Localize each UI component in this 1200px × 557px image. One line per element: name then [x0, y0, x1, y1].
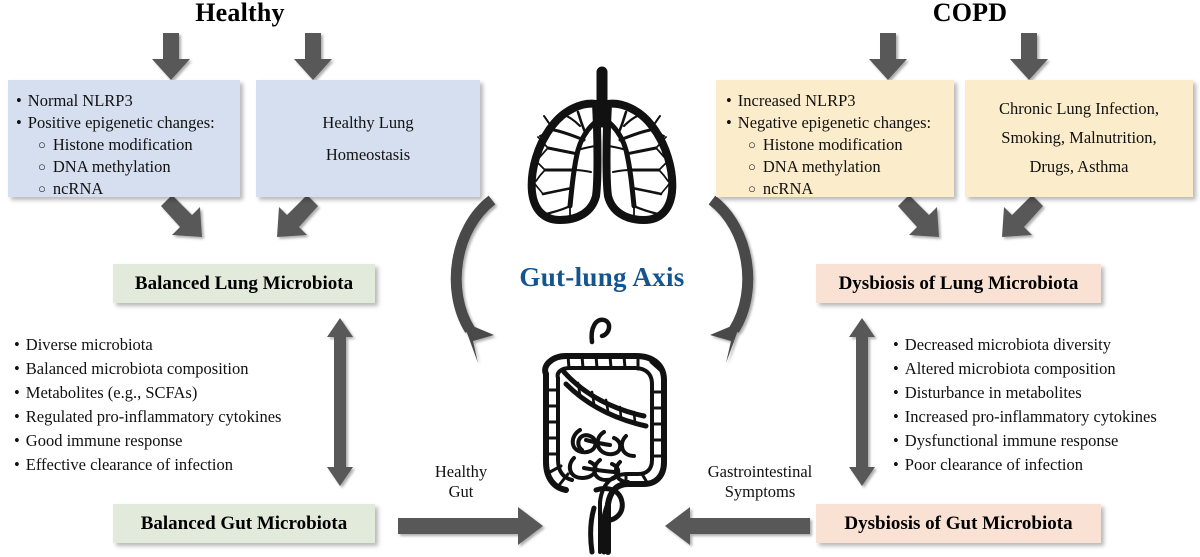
down-arrow-copd-left: [869, 33, 907, 80]
diagonal-arrow-copd-right: [1002, 195, 1043, 237]
diagonal-arrow-healthy-right: [277, 195, 318, 237]
copd-feature-list: Decreased microbiota diversity Altered m…: [893, 333, 1200, 477]
list-item: Poor clearance of infection: [893, 453, 1200, 477]
copd-bullet-1: Negative epigenetic changes:: [726, 112, 954, 134]
gi-symptoms-flow-label: Gastrointestinal Symptoms: [680, 462, 840, 502]
list-item: Regulated pro-inflammatory cytokines: [14, 405, 334, 429]
list-item: Diverse microbiota: [14, 333, 334, 357]
list-item: Altered microbiota composition: [893, 357, 1200, 381]
healthy-lung-line1: Healthy Lung: [322, 113, 414, 133]
down-arrow-copd-right: [1010, 33, 1048, 80]
copd-risk-line3: Drugs, Asthma: [1029, 156, 1129, 176]
list-item: Increased pro-inflammatory cytokines: [893, 405, 1200, 429]
balanced-lung-microbiota-label: Balanced Lung Microbiota: [134, 272, 354, 294]
gi-symptoms-flow-line1: Gastrointestinal: [707, 462, 813, 481]
healthy-gut-flow-line1: Healthy: [434, 462, 488, 481]
healthy-title: Healthy: [195, 0, 285, 27]
dysbiosis-gut-microbiota-label: Dysbiosis of Gut Microbiota: [844, 512, 1073, 534]
healthy-lung-line2: Homeostasis: [325, 144, 411, 164]
copd-epigenetics-box: Increased NLRP3 Negative epigenetic chan…: [716, 80, 954, 200]
healthy-subbullet-0: Histone modification: [16, 134, 240, 156]
healthy-gut-flow-line2: Gut: [448, 481, 474, 501]
dysbiosis-gut-microbiota-banner: Dysbiosis of Gut Microbiota: [816, 504, 1101, 543]
list-item: Metabolites (e.g., SCFAs): [14, 381, 334, 405]
copd-risk-line1: Chronic Lung Infection,: [999, 99, 1159, 119]
curved-arrow-lung-to-gut: [450, 195, 496, 363]
healthy-bullet-1: Positive epigenetic changes:: [16, 112, 240, 134]
list-item: Effective clearance of infection: [14, 453, 334, 477]
healthy-subbullet-2: ncRNA: [16, 178, 240, 200]
down-arrow-healthy-left: [152, 33, 190, 80]
list-item: Decreased microbiota diversity: [893, 333, 1200, 357]
copd-bullet-0: Increased NLRP3: [726, 90, 954, 112]
curved-arrow-gut-to-lung: [708, 195, 754, 363]
double-arrow-healthy-vertical: [327, 318, 353, 486]
intestines-illustration: [542, 317, 667, 555]
copd-risk-line2: Smoking, Malnutrition,: [1001, 128, 1157, 148]
healthy-gut-flow-label: Healthy Gut: [406, 462, 516, 502]
healthy-lung-homeostasis-box: Healthy Lung Homeostasis: [256, 80, 480, 197]
dysbiosis-lung-microbiota-label: Dysbiosis of Lung Microbiota: [838, 272, 1079, 294]
arrow-gi-symptoms-left: [665, 507, 810, 545]
healthy-bullet-0: Normal NLRP3: [16, 90, 240, 112]
copd-risk-factors-box: Chronic Lung Infection, Smoking, Malnutr…: [965, 80, 1193, 197]
balanced-gut-microbiota-banner: Balanced Gut Microbiota: [113, 504, 375, 543]
balanced-lung-microbiota-banner: Balanced Lung Microbiota: [113, 264, 375, 303]
down-arrow-healthy-right: [294, 33, 332, 80]
copd-title: COPD: [932, 0, 1008, 27]
gut-lung-axis-label: Gut-lung Axis: [519, 262, 685, 292]
double-arrow-copd-vertical: [849, 318, 875, 486]
balanced-gut-microbiota-label: Balanced Gut Microbiota: [140, 512, 348, 534]
copd-subbullet-0: Histone modification: [726, 134, 954, 156]
list-item: Good immune response: [14, 429, 334, 453]
healthy-subbullet-1: DNA methylation: [16, 156, 240, 178]
diagonal-arrow-copd-left: [898, 195, 939, 237]
diagonal-arrow-healthy-left: [161, 195, 202, 237]
gi-symptoms-flow-line2: Symptoms: [724, 481, 796, 501]
healthy-feature-list: Diverse microbiota Balanced microbiota c…: [14, 333, 334, 477]
list-item: Disturbance in metabolites: [893, 381, 1200, 405]
dysbiosis-lung-microbiota-banner: Dysbiosis of Lung Microbiota: [816, 264, 1101, 303]
arrow-healthy-gut-right: [398, 507, 543, 545]
copd-subbullet-2: ncRNA: [726, 178, 954, 200]
list-item: Dysfunctional immune response: [893, 429, 1200, 453]
copd-subbullet-1: DNA methylation: [726, 156, 954, 178]
healthy-epigenetics-box: Normal NLRP3 Positive epigenetic changes…: [8, 80, 240, 200]
list-item: Balanced microbiota composition: [14, 357, 334, 381]
lungs-illustration: [527, 66, 677, 224]
